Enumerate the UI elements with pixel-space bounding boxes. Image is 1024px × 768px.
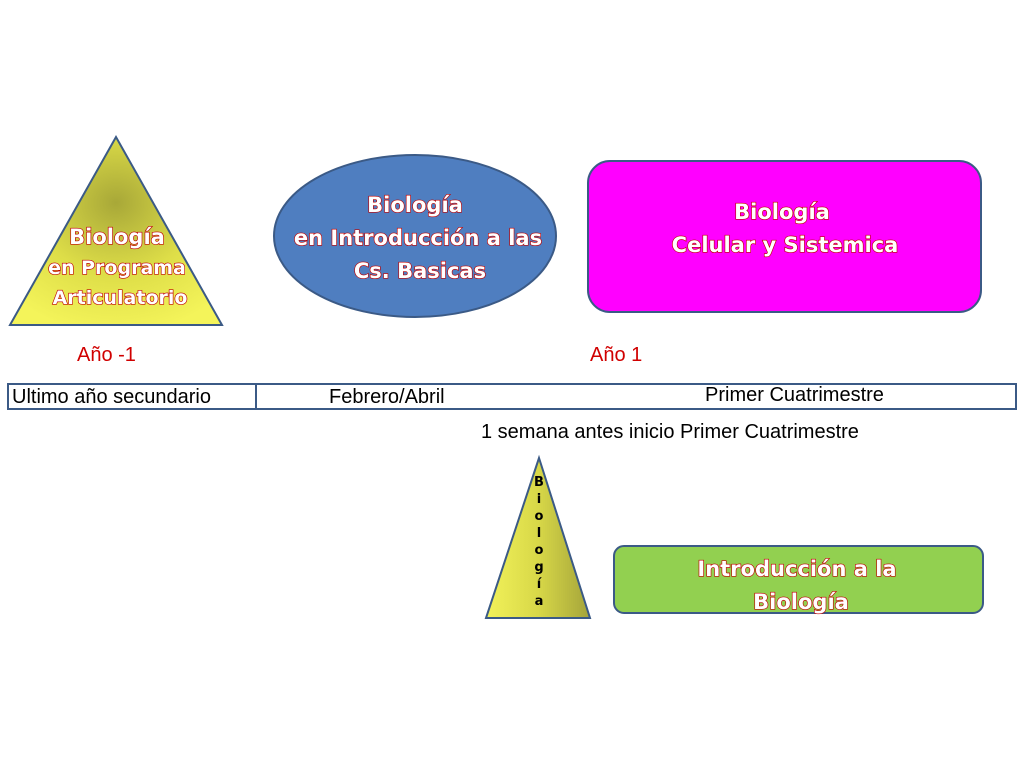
celular-line2: Celular y Sistemica bbox=[672, 233, 899, 257]
timeline-segment-anio1: Febrero/Abril Primer Cuatrimestre bbox=[255, 383, 1017, 410]
timeline-segment-secundario-label: Ultimo año secundario bbox=[12, 386, 211, 408]
year-minus-label: Año -1 bbox=[77, 344, 136, 366]
articulatorio-line1: Biología bbox=[69, 225, 165, 249]
thin-triangle-letter: l bbox=[537, 526, 541, 541]
articulatorio-line3: Articulatorio bbox=[53, 287, 188, 309]
thin-triangle-letter: o bbox=[535, 543, 544, 558]
articulatorio-line2: en Programa bbox=[48, 257, 186, 279]
celular-line1: Biología bbox=[734, 200, 830, 224]
timeline-segment-cuatrimestre-label: Primer Cuatrimestre bbox=[705, 384, 884, 406]
triangle-biologia-thin: Biología bbox=[484, 454, 592, 619]
rect-introduccion-biologia: Introducción a la Biología bbox=[613, 545, 984, 615]
introduccion-bio-line2: Biología bbox=[753, 590, 849, 614]
rect-biologia-celular: Biología Celular y Sistemica bbox=[587, 160, 982, 313]
introduccion-bio-line1: Introducción a la bbox=[697, 557, 896, 581]
thin-triangle-letter: i bbox=[537, 492, 541, 507]
thin-triangle-letter: B bbox=[534, 475, 544, 490]
triangle-biologia-articulatorio: Biología en Programa Articulatorio bbox=[8, 134, 224, 326]
thin-triangle-letter: a bbox=[535, 594, 544, 609]
year-plus-label: Año 1 bbox=[590, 344, 643, 366]
ellipse-biologia-introduccion: Biología en Introducción a las Cs. Basic… bbox=[273, 154, 557, 318]
thin-triangle-letters: Biología bbox=[534, 475, 544, 609]
introduccion-cs-line2: en Introducción a las bbox=[294, 226, 542, 250]
timeline-segment-secundario: Ultimo año secundario bbox=[7, 383, 257, 410]
timeline-segment-febrero-label: Febrero/Abril bbox=[329, 386, 445, 408]
timeline-note: 1 semana antes inicio Primer Cuatrimestr… bbox=[481, 421, 859, 443]
thin-triangle-letter: í bbox=[537, 577, 543, 592]
thin-triangle-letter: g bbox=[534, 560, 543, 575]
introduccion-cs-line3: Cs. Basicas bbox=[354, 259, 486, 283]
introduccion-cs-line1: Biología bbox=[367, 193, 463, 217]
thin-triangle-letter: o bbox=[535, 509, 544, 524]
